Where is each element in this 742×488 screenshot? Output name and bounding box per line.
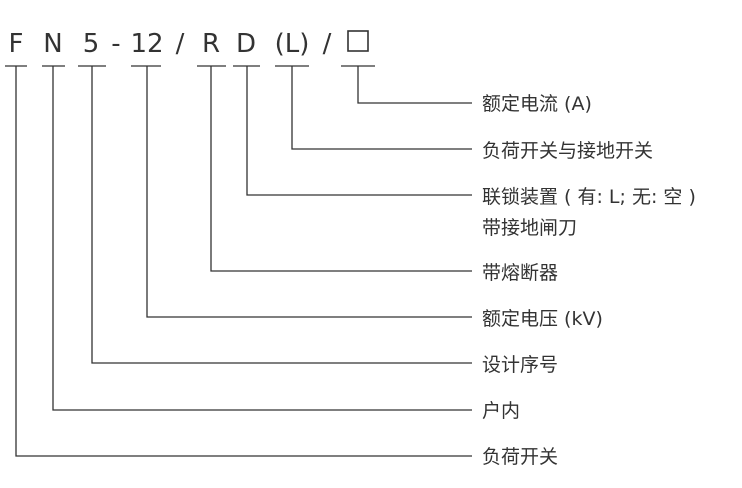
leader-fuse — [210, 66, 472, 272]
leader-load-switch-earthing — [291, 66, 472, 150]
code-digit-5: 5 — [83, 29, 100, 59]
code-slash-2: / — [323, 29, 332, 59]
code-interlock-l: (L) — [275, 29, 310, 59]
leader-design-number — [91, 66, 472, 364]
leader-lines — [15, 66, 472, 457]
leader-interlock — [246, 66, 472, 196]
leader-load-switch — [15, 66, 472, 457]
leader-indoor — [52, 66, 472, 411]
code-labels: 额定电流 (A) 负荷开关与接地开关 联锁装置 ( 有: L; 无: 空 ) 带… — [482, 93, 696, 468]
model-code: F N 5 - 12 / R D (L) / — [9, 29, 369, 59]
label-design-number: 设计序号 — [482, 354, 558, 376]
label-load-switch: 负荷开关 — [482, 446, 558, 468]
code-digits-12: 12 — [130, 29, 163, 59]
code-slash-1: / — [176, 29, 185, 59]
code-letter-f: F — [9, 29, 24, 59]
label-fuse: 带熔断器 — [482, 262, 558, 284]
label-indoor: 户内 — [482, 400, 520, 422]
code-letter-n: N — [43, 29, 62, 59]
leader-rated-current — [357, 66, 472, 104]
leader-rated-voltage — [146, 66, 472, 318]
code-letter-r: R — [202, 29, 220, 59]
code-letter-d: D — [236, 29, 256, 59]
label-interlock-line1: 联锁装置 ( 有: L; 无: 空 ) — [482, 186, 696, 208]
label-rated-current: 额定电流 (A) — [482, 93, 592, 115]
label-load-switch-earthing: 负荷开关与接地开关 — [482, 140, 653, 162]
code-dash: - — [111, 29, 120, 59]
label-rated-voltage: 额定电压 (kV) — [482, 308, 603, 330]
label-interlock-line2: 带接地闸刀 — [482, 217, 577, 239]
code-placeholder-box-icon — [347, 30, 369, 52]
